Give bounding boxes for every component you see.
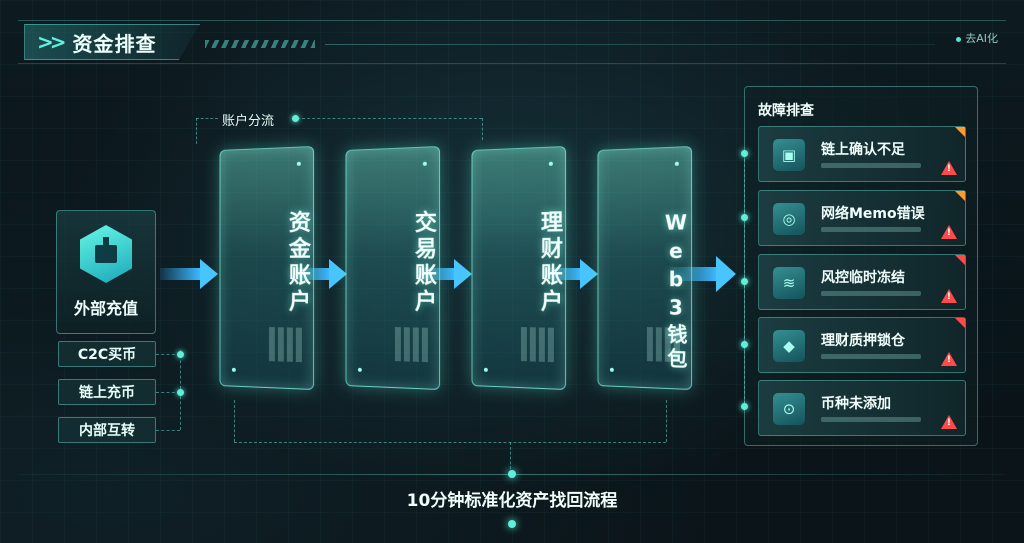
fault-item-label: 理财质押锁仓 [821,333,905,349]
source-label: 外部充值 [73,299,138,318]
warning-icon [941,352,957,366]
fault-title: 故障排查 [758,103,814,119]
panel-dot-icon [548,161,553,166]
flow-arrow [160,259,218,289]
cube-icon: ▣ [773,139,805,171]
fault-item: ▣ 链上确认不足 ! [758,126,966,182]
connector [156,354,180,355]
warning-icon [941,289,957,303]
connector-node [177,351,184,358]
connector [292,118,482,119]
corner-flag-icon [955,127,965,137]
panel-earn-account: 理财账户 [471,145,567,391]
panel-dot-icon [357,367,362,372]
connector [510,442,511,474]
page-title: >> 资金排查 [24,24,200,60]
fault-item-detail [821,227,921,232]
warning-icon [941,415,957,429]
corner-flag-icon [955,191,965,201]
connector-node [292,115,299,122]
flow-label: 账户分流 [222,114,275,129]
watermark: 去AI化 [956,30,998,46]
connector [666,400,667,442]
channel-internal: 内部互转 [58,417,156,443]
panel-trading-account: 交易账户 [345,145,441,391]
panel-dot-icon [231,367,236,372]
lock-icon: ◆ [773,330,805,362]
watermark-dot-icon [956,36,962,42]
connector-node [177,389,184,396]
fault-item-detail [821,291,921,296]
panel-dot-icon [674,161,679,166]
fault-item: ≋ 风控临时冻结 ! [758,254,966,310]
connector [156,392,180,393]
corner-flag-icon [955,255,965,265]
download-icon: ⊙ [773,393,805,425]
panel-label: 资金账户 [284,210,311,316]
connector [482,118,483,140]
connector-node [741,278,748,285]
connector [156,430,180,431]
fault-item-detail [821,163,921,168]
panel-deco [268,327,303,363]
panel-dot-icon [296,161,301,166]
fault-item-label: 币种未添加 [821,396,891,412]
panel-label: 交易账户 [410,210,437,316]
stack-icon: ≋ [773,267,805,299]
connector-node [741,150,748,157]
corner-flag-icon [955,318,965,328]
connector-node [741,403,748,410]
connector [234,442,666,443]
panel-deco [520,327,555,363]
network-icon: ◎ [773,203,805,235]
connector [196,118,197,144]
page-title-text: 资金排查 [72,31,157,56]
wallet-hex-icon [80,225,132,283]
header-stripes [205,40,315,48]
panel-dot-icon [609,367,614,372]
fault-item: ◆ 理财质押锁仓 ! [758,317,966,373]
footer-node-icon [508,470,516,478]
watermark-text: 去AI化 [965,32,998,45]
panel-label: 理财账户 [536,210,563,316]
panel-dot-icon [422,161,427,166]
panel-dot-icon [483,367,488,372]
fault-item: ⊙ 币种未添加 ! [758,380,966,436]
connector [234,400,235,442]
panel-funding-account: 资金账户 [219,145,315,391]
footer-node-icon [508,520,516,528]
double-chevron-icon: >> [37,30,66,54]
connector [196,118,218,119]
source-card: 外部充值 [56,210,156,334]
connector-node [741,214,748,221]
footer-title: 10分钟标准化资产找回流程 [406,491,618,511]
header-frame [18,20,1006,64]
fault-item-detail [821,417,921,422]
panel-deco [646,327,681,363]
panel-web3-wallet: Web3钱包 [597,145,693,391]
channel-onchain: 链上充币 [58,379,156,405]
panel-deco [394,327,429,363]
channel-c2c: C2C买币 [58,341,156,367]
connector-node [741,341,748,348]
fault-item-detail [821,354,921,359]
warning-icon [941,225,957,239]
warning-icon [941,161,957,175]
header-line [325,44,935,45]
fault-item-label: 网络Memo错误 [821,206,925,222]
fault-item-label: 风控临时冻结 [821,270,905,286]
fault-item: ◎ 网络Memo错误 ! [758,190,966,246]
fault-item-label: 链上确认不足 [821,142,905,158]
